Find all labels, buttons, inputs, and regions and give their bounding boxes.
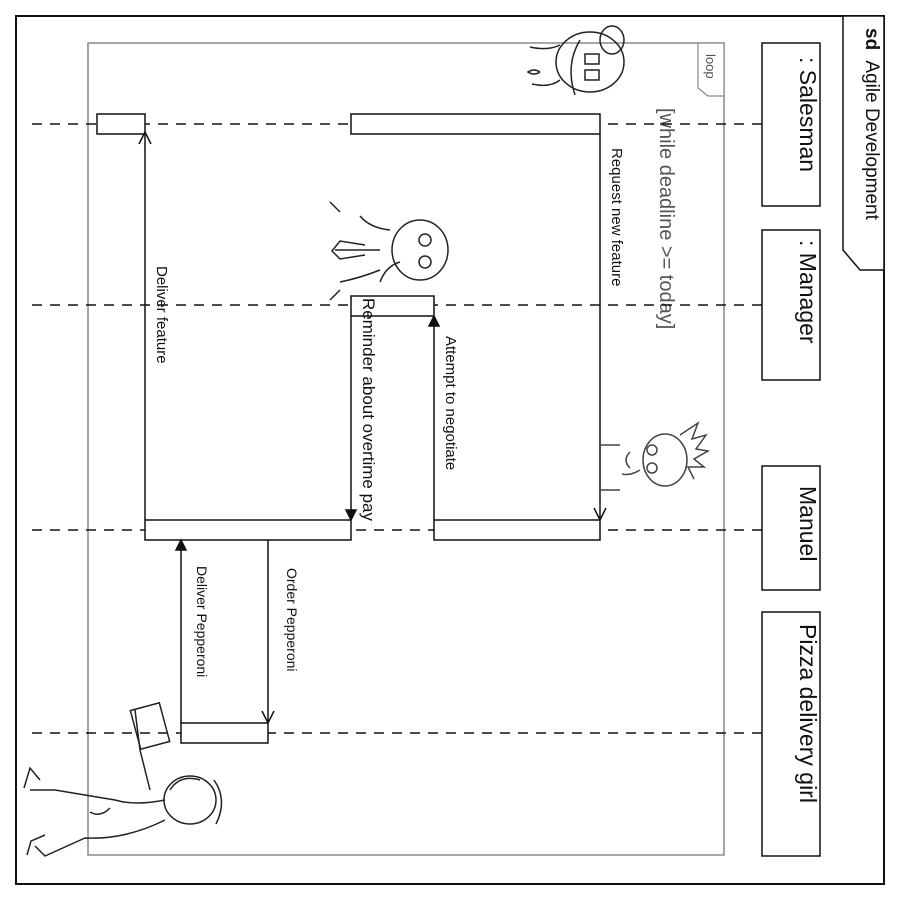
message-label-request-new-feature: Request new feature [608, 148, 625, 286]
activation-salesman-top [350, 113, 601, 135]
lifeline-head-salesman[interactable] [761, 42, 821, 207]
diagram-frame [15, 15, 885, 885]
salesman-figure-icon [526, 25, 625, 96]
lifeline-head-pizza-girl[interactable] [761, 611, 821, 857]
activation-salesman-bottom [96, 113, 146, 135]
lifeline-salesman[interactable]: : Salesman [761, 42, 821, 207]
developer-figure-icon [600, 421, 711, 491]
activation-manuel-top [433, 519, 601, 541]
message-label-reminder: Reminder about overtime pay [359, 298, 378, 522]
arrowhead-request-new-feature [593, 507, 607, 522]
lifeline-label-salesman: : Salesman [795, 57, 821, 172]
manager-figure-icon [329, 201, 449, 301]
lifeline-manuel[interactable]: Manuel [761, 465, 821, 591]
arrowhead-reminder [344, 509, 358, 522]
frame-keyword: sd [861, 28, 882, 50]
activation-manuel-bottom [144, 519, 352, 541]
frame-name: Agile Development [861, 60, 882, 220]
frame-title-tab: sd Agile Development [842, 15, 885, 271]
message-label-deliver-pepperoni: Deliver Pepperoni [194, 566, 210, 677]
lifeline-pizza-girl[interactable]: Pizza delivery girl [761, 611, 821, 857]
lifeline-label-manuel: Manuel [795, 486, 821, 561]
arrowhead-deliver-feature [138, 130, 152, 145]
loop-operator: loop [703, 54, 718, 79]
lifeline-head-manuel[interactable] [761, 465, 821, 591]
frame-title: sd Agile Development [861, 28, 882, 221]
pizza-girl-figure-icon [23, 701, 223, 857]
arrowhead-order-pepperoni [261, 710, 275, 725]
lifeline-label-manager: : Manager [795, 240, 821, 344]
activation-pizza-girl [180, 722, 269, 744]
message-label-deliver-feature: Deliver feature [153, 266, 170, 364]
lifeline-manager[interactable]: : Manager [761, 229, 821, 381]
arrowhead-deliver-pepperoni [174, 538, 188, 551]
loop-tab: loop [697, 42, 725, 97]
message-label-attempt-to-negotiate: Attempt to negotiate [442, 336, 459, 470]
activation-manager [350, 295, 435, 317]
lifeline-label-pizza-girl: Pizza delivery girl [795, 624, 821, 803]
message-label-order-pepperoni: Order Pepperoni [284, 568, 300, 672]
arrowhead-attempt-to-negotiate [427, 314, 441, 327]
loop-guard: [while deadline >= today] [655, 108, 677, 329]
lifeline-head-manager[interactable] [761, 229, 821, 381]
loop-fragment [87, 42, 725, 856]
